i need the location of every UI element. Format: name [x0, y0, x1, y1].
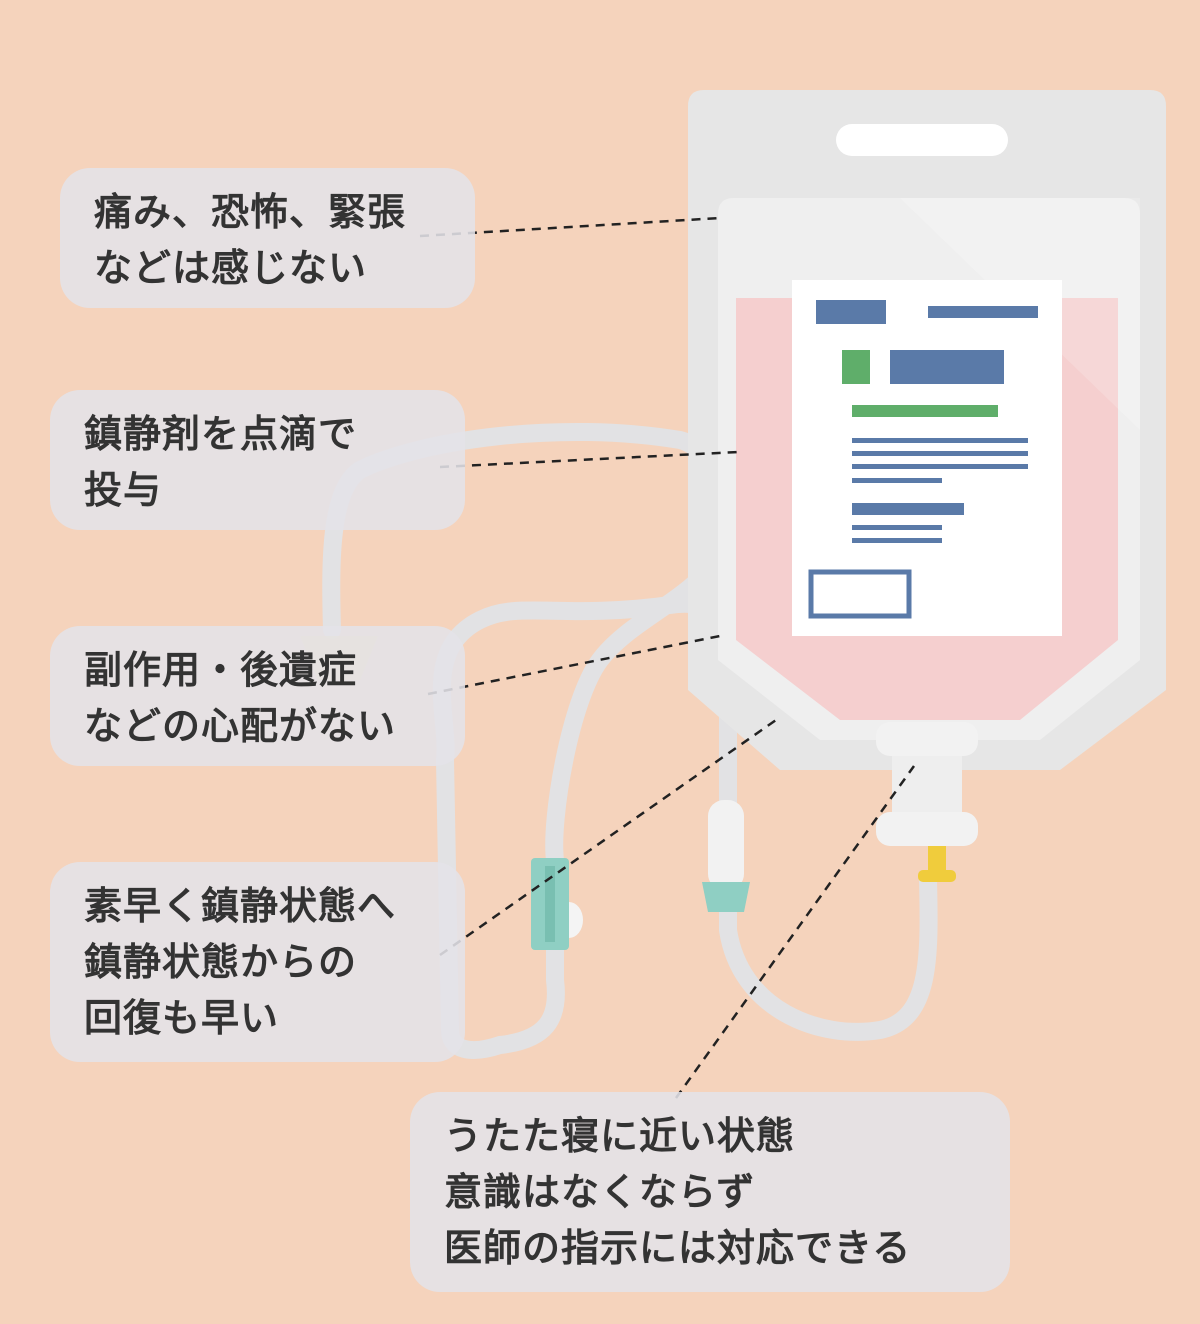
callout-no-pain: 痛み、恐怖、緊張 などは感じない: [60, 168, 475, 308]
callout-line: 副作用・後遺症: [84, 648, 358, 692]
leader-lines: [419, 216, 916, 1099]
callout-line: 投与: [84, 468, 163, 512]
callout-light-sedation: うたた寝に近い状態 意識はなくならず 医師の指示には対応できる: [410, 1092, 1010, 1292]
callout-line: 痛み、恐怖、緊張: [94, 190, 407, 234]
hanger-slot-icon: [836, 124, 1008, 156]
connector-icon: [918, 846, 956, 882]
callout-no-side-effects: 副作用・後遺症 などの心配がない: [50, 626, 465, 766]
callout-line: 鎮静状態からの: [84, 940, 358, 984]
callout-line: 意識はなくならず: [444, 1170, 756, 1214]
callout-line: などは感じない: [94, 246, 368, 290]
callout-line: 鎮静剤を点滴で: [84, 412, 358, 456]
callout-iv-administration: 鎮静剤を点滴で 投与: [50, 390, 465, 530]
drip-chamber-icon: [702, 800, 750, 912]
medicine-label-icon: [792, 280, 1062, 636]
roller-clamp-icon: [531, 858, 583, 950]
callout-fast-recovery: 素早く鎮静状態へ 鎮静状態からの 回復も早い: [50, 862, 465, 1062]
callout-line: 回復も早い: [84, 996, 280, 1040]
callout-line: うたた寝に近い状態: [444, 1114, 796, 1158]
callout-line: 医師の指示には対応できる: [444, 1226, 912, 1270]
callout-line: 素早く鎮静状態へ: [84, 884, 397, 928]
iv-drip-bag-icon: [688, 90, 1166, 882]
callout-line: などの心配がない: [84, 704, 397, 748]
